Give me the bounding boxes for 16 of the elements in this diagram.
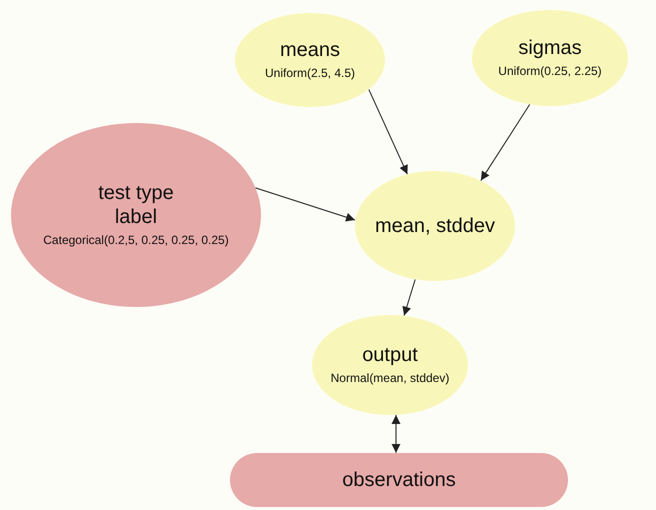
arrow [255, 187, 356, 222]
node-title: observations [342, 468, 456, 492]
node-title: test type label [97, 181, 175, 230]
arrow [402, 278, 416, 316]
node-title: means [280, 38, 340, 62]
arrow [392, 414, 400, 454]
node-distribution: Uniform(2.5, 4.5) [264, 66, 356, 82]
arrow [480, 104, 530, 182]
arrow [368, 89, 408, 175]
node-title: sigmas [518, 36, 582, 60]
node-title: output [362, 343, 418, 368]
node-distribution: Normal(mean, stddev) [330, 371, 450, 387]
pill-node [230, 453, 568, 507]
node-distribution: Uniform(0.25, 2.25) [498, 64, 602, 80]
node-distribution: Categorical(0.2,5, 0.25, 0.25, 0.25) [43, 233, 229, 249]
node-title: mean, stddev [374, 214, 496, 238]
